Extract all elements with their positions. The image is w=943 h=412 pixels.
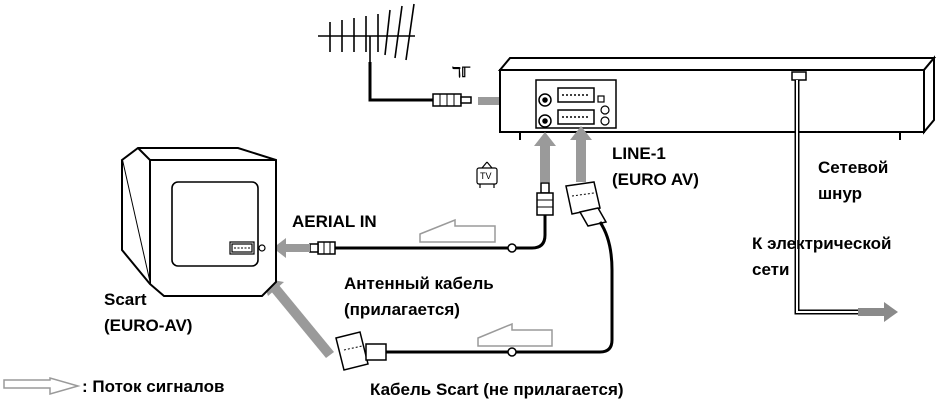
power-cord <box>794 80 858 315</box>
power-arrow <box>858 302 898 322</box>
signal-flow-arrow-aerial <box>419 218 496 243</box>
tv-symbol-label: TV <box>480 171 492 181</box>
line1-label: LINE-1 <box>612 144 666 163</box>
power-cord-sub-label: шнур <box>818 184 863 203</box>
legend-signal-arrow <box>3 377 81 395</box>
aerial-cable <box>335 215 547 250</box>
tv-scart-socket <box>231 243 253 253</box>
tv-symbol-icon <box>476 161 498 188</box>
to-mains-label: К электрической <box>752 234 892 253</box>
vcr-power-socket <box>791 71 807 81</box>
scart-plug-tv <box>335 331 387 371</box>
vcr-aerial-in-jack <box>538 93 552 107</box>
aerial-cable-label: Антенный кабель <box>344 274 494 293</box>
antenna-cable <box>368 62 435 102</box>
vcr-small-jacks <box>597 95 610 126</box>
line1-sub-label: (EURO AV) <box>612 170 699 189</box>
scart-plug-vcr <box>565 181 608 227</box>
vcr-scart-line1 <box>557 109 595 125</box>
antenna-icon <box>318 3 415 62</box>
antenna-plug <box>432 93 472 107</box>
aerial-cable-plug-vcr <box>536 182 554 216</box>
aerial-in-arrow <box>273 238 310 258</box>
scart-up-arrow <box>570 126 592 182</box>
vcr-aerial-out-jack <box>538 114 552 128</box>
aerial-in-label: AERIAL IN <box>292 212 377 231</box>
legend-label: : Поток сигналов <box>82 377 225 396</box>
tv-scart-arrow <box>262 278 334 358</box>
aerial-cable-sub-label: (прилагается) <box>344 300 460 319</box>
tv-scart-label: Scart <box>104 290 147 309</box>
signal-flow-arrow-scart <box>477 322 553 347</box>
scart-cable <box>385 221 614 354</box>
antenna-symbol: ℸℾ <box>452 64 471 80</box>
vcr-scart-upper <box>557 87 595 103</box>
tv-scart-sub-label: (EURO-AV) <box>104 316 193 335</box>
scart-cable-label: Кабель Scart (не прилагается) <box>370 380 624 399</box>
tv-set <box>120 147 277 297</box>
to-mains-sub-label: сети <box>752 260 790 279</box>
aerial-cable-plug-tv <box>309 241 336 255</box>
power-cord-label: Сетевой <box>818 158 889 177</box>
aerial-out-up-arrow <box>534 132 556 182</box>
